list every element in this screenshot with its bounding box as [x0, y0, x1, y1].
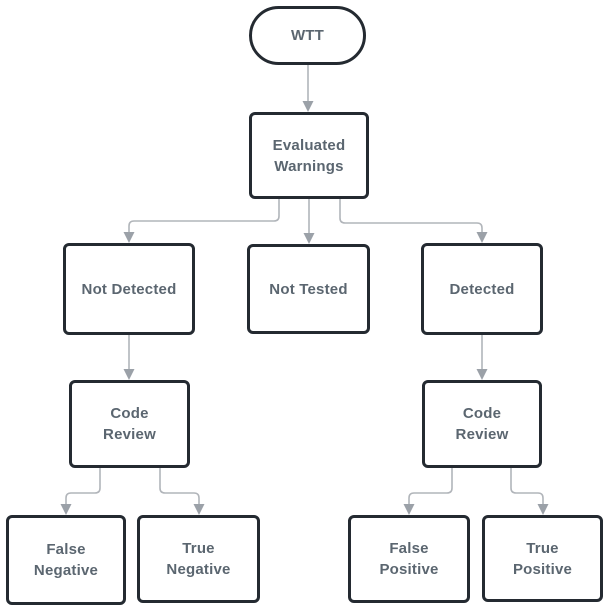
edge-not-detected-to-code-review-left [123, 335, 135, 380]
node-evaluated-warnings[interactable]: Evaluated Warnings [249, 112, 369, 199]
node-label: True Positive [512, 539, 573, 578]
node-not-detected[interactable]: Not Detected [63, 243, 195, 335]
node-code-review-left[interactable]: Code Review [69, 380, 190, 468]
edge-line [510, 468, 544, 505]
arrowhead-icon [537, 504, 549, 515]
node-label: WTT [290, 27, 325, 44]
node-label: False Negative [33, 541, 99, 579]
node-label: Not Detected [81, 280, 177, 298]
node-detected[interactable]: Detected [421, 243, 543, 335]
arrowhead-icon [60, 504, 72, 515]
edge-line [159, 468, 200, 505]
arrowhead-icon [476, 369, 488, 380]
node-label: Evaluated Warnings [272, 136, 346, 175]
edge-wtt-to-evaluated-warnings [302, 65, 314, 112]
node-label: Code Review [455, 405, 509, 443]
node-label: False Positive [379, 540, 439, 578]
arrowhead-icon [193, 504, 205, 515]
arrowhead-icon [476, 232, 488, 243]
node-not-tested[interactable]: Not Tested [247, 244, 370, 334]
node-label: Not Tested [269, 280, 348, 298]
node-false-negative[interactable]: False Negative [6, 515, 126, 605]
edge-evaluated-warnings-to-not-detected [123, 199, 280, 243]
node-true-negative[interactable]: True Negative [137, 515, 260, 603]
node-false-positive[interactable]: False Positive [348, 515, 470, 603]
arrowhead-icon [123, 232, 135, 243]
node-true-positive[interactable]: True Positive [482, 515, 603, 602]
edge-evaluated-warnings-to-not-tested [303, 199, 315, 244]
edge-line [65, 468, 101, 505]
node-wtt[interactable]: WTT [249, 6, 366, 65]
edge-detected-to-code-review-right [476, 335, 488, 380]
arrowhead-icon [403, 504, 415, 515]
arrowhead-icon [123, 369, 135, 380]
arrowhead-icon [303, 233, 315, 244]
edge-code-review-right-to-true-positive [510, 468, 549, 515]
edge-line [128, 199, 280, 233]
edge-line [339, 199, 483, 233]
edge-code-review-left-to-true-negative [159, 468, 205, 515]
edge-code-review-right-to-false-positive [403, 468, 453, 515]
node-label: Code Review [103, 405, 156, 443]
node-label: Detected [449, 280, 515, 298]
arrowhead-icon [302, 101, 314, 112]
edge-evaluated-warnings-to-detected [339, 199, 488, 243]
edge-code-review-left-to-false-negative [60, 468, 101, 515]
edge-line [408, 468, 453, 505]
node-label: True Negative [166, 540, 231, 578]
node-code-review-right[interactable]: Code Review [422, 380, 542, 468]
